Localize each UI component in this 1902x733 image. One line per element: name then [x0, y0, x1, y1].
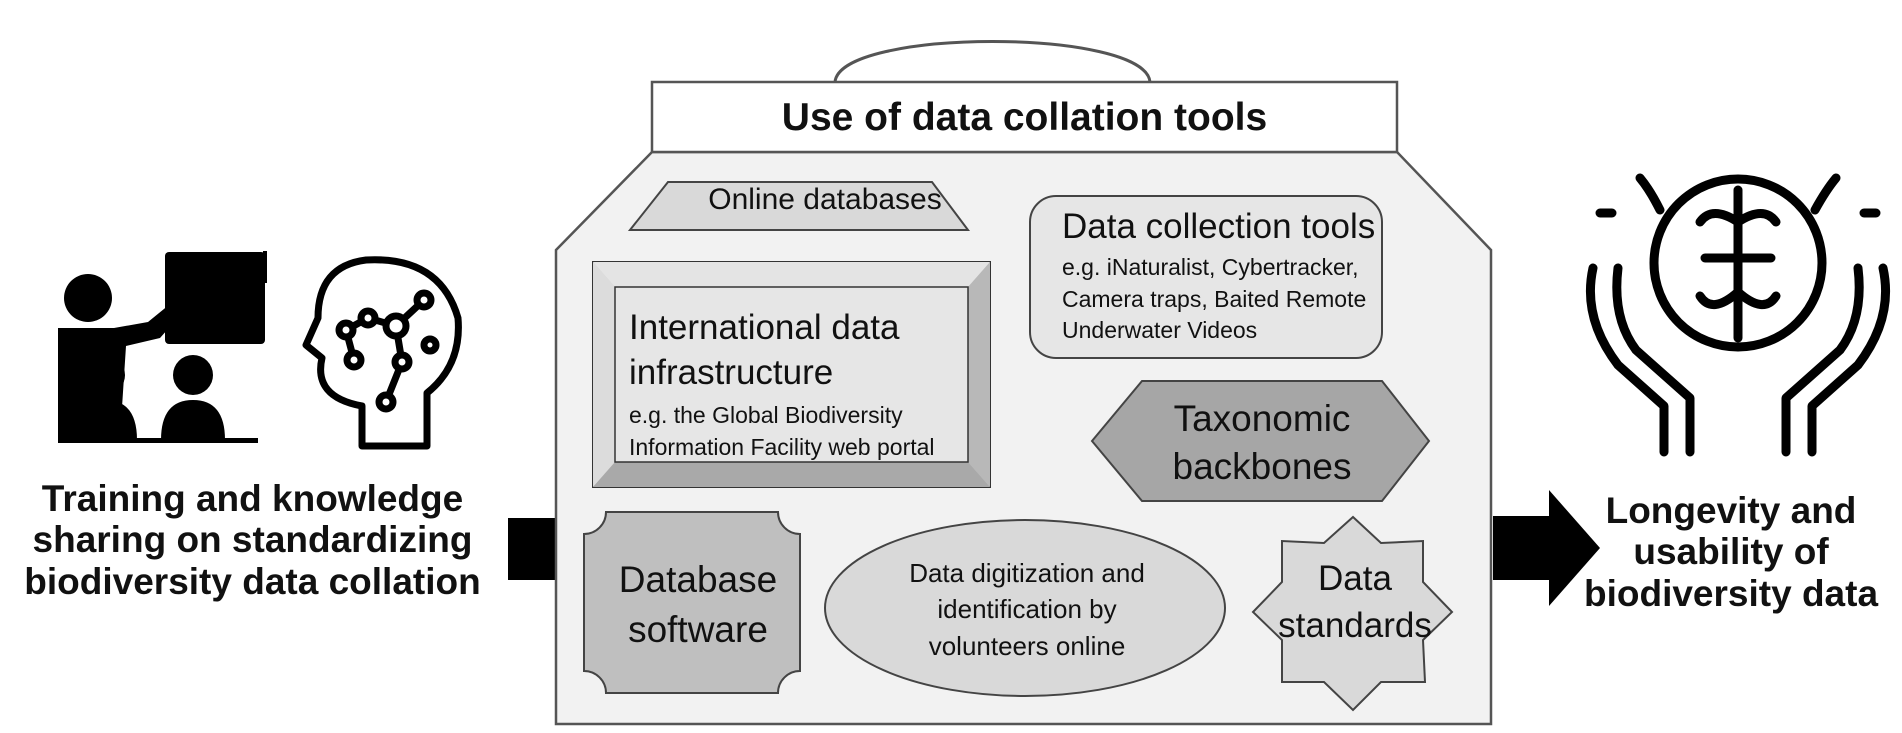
example-line: e.g. the Global Biodiversity: [629, 402, 903, 428]
training-caption: Training and knowledge sharing on standa…: [0, 478, 505, 602]
international-infrastructure-title: International data infrastructure: [629, 306, 969, 396]
toolbox-lid: [650, 80, 1399, 154]
online-databases-label: Online databases: [708, 183, 942, 216]
caption-line: usability of: [1633, 531, 1829, 573]
data-standards-label: Data standards: [1255, 555, 1455, 650]
label-line: Data: [1318, 559, 1392, 598]
example-line: Underwater Videos: [1062, 317, 1258, 344]
longevity-caption: Longevity and usability of biodiversity …: [1560, 490, 1902, 614]
digitization-label: Data digitization and identification by …: [832, 555, 1222, 664]
label-line: Database: [618, 559, 778, 600]
caption-line: sharing on standardizing: [32, 519, 473, 561]
label-line: volunteers online: [928, 630, 1126, 661]
data-collection-title: Data collection tools: [1062, 207, 1376, 246]
caption-line: Training and knowledge: [41, 478, 464, 519]
database-software-plaque: [583, 511, 801, 694]
input-arrow: [508, 518, 556, 580]
database-software-label: Database software: [588, 555, 808, 655]
online-databases-shape: [627, 181, 970, 231]
label-line: Data digitization and: [909, 558, 1145, 588]
title-line: infrastructure: [629, 352, 834, 392]
title-line: International data: [629, 308, 900, 347]
output-arrow: [1493, 490, 1600, 606]
toolbox-title: Use of data collation tools: [781, 96, 1268, 139]
ai-head-icon: [302, 256, 462, 450]
international-infrastructure-bevel: [592, 261, 991, 488]
label-line: software: [628, 608, 768, 650]
digitization-ellipse: [824, 519, 1226, 697]
label-line: identification by: [937, 594, 1117, 625]
example-line: Information Facility web portal: [629, 433, 935, 460]
caption-line: Longevity and: [1605, 490, 1857, 531]
hands-brain-icon: [1585, 173, 1891, 457]
data-collection-examples: e.g. iNaturalist, Cybertracker, Camera t…: [1062, 252, 1402, 347]
international-infrastructure-examples: e.g. the Global Biodiversity Information…: [629, 400, 969, 463]
taxonomic-backbones-label: Taxonomic backbones: [1097, 395, 1427, 491]
label-line: standards: [1278, 606, 1432, 646]
label-line: backbones: [1172, 446, 1352, 488]
taxonomic-hexagon: [1090, 380, 1431, 502]
example-line: Camera traps, Baited Remote: [1062, 285, 1367, 312]
data-collection-box: [1029, 195, 1383, 359]
toolbox-handle: [833, 40, 1152, 83]
caption-line: biodiversity data: [1583, 572, 1879, 614]
label-line: Taxonomic: [1173, 398, 1351, 439]
teacher-classroom-icon: [58, 251, 267, 443]
example-line: e.g. iNaturalist, Cybertracker,: [1062, 254, 1359, 280]
data-standards-star: [1251, 515, 1454, 712]
caption-line: biodiversity data collation: [24, 560, 481, 602]
